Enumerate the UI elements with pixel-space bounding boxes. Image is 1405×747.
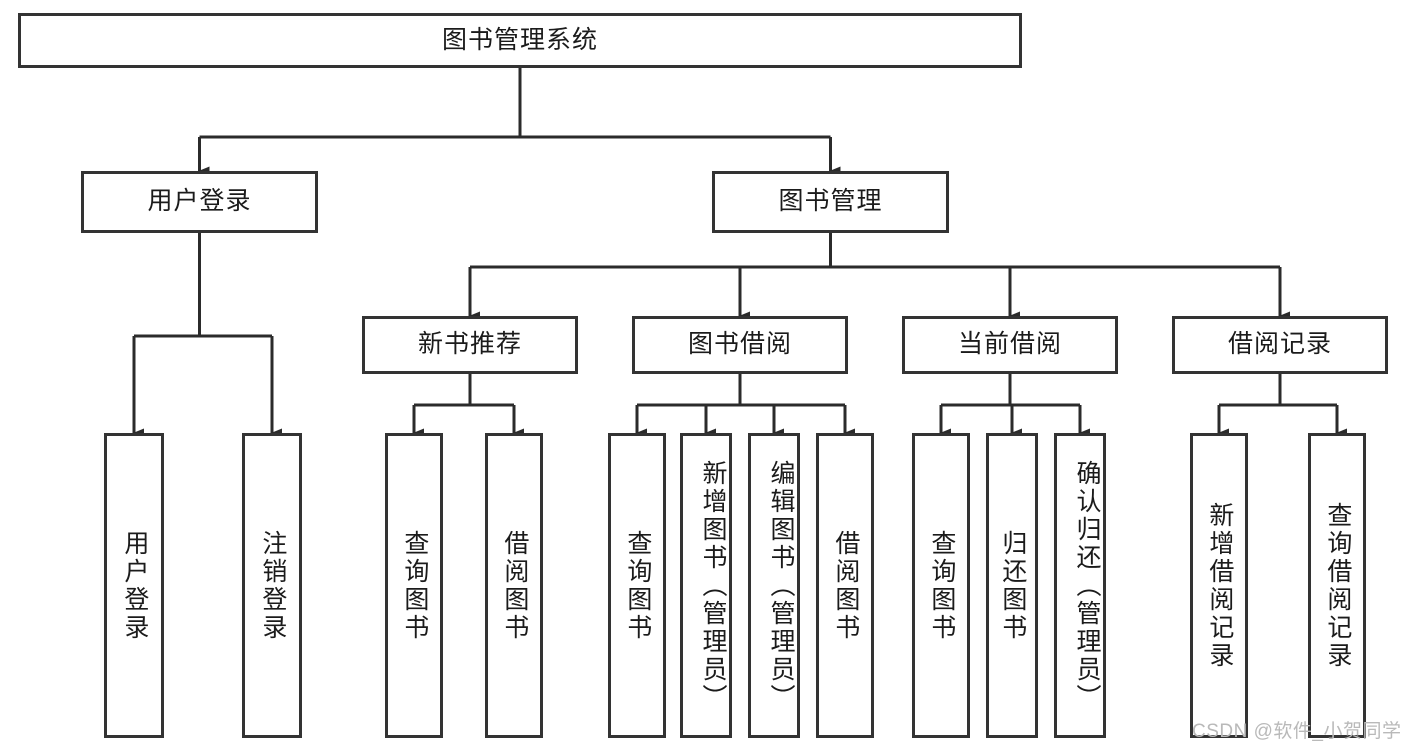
node-leaf-borrow-edit[interactable]: 编辑图书（管理员） — [748, 433, 800, 738]
node-label: 新书推荐 — [417, 330, 522, 359]
node-borrow-record[interactable]: 借阅记录 — [1172, 316, 1388, 374]
node-label: 新增借阅记录 — [1205, 501, 1234, 670]
node-new-book-rec[interactable]: 新书推荐 — [362, 316, 578, 374]
node-label: 图书借阅 — [687, 330, 792, 359]
node-label: 当前借阅 — [957, 330, 1062, 359]
node-leaf-borrow-do[interactable]: 借阅图书 — [816, 433, 874, 738]
node-label: 编辑图书（管理员） — [767, 459, 795, 712]
node-label: 确认归还（管理员） — [1073, 459, 1101, 712]
csdn-watermark: CSDN @软件_小贺同学 — [1192, 721, 1402, 742]
node-current-borrow[interactable]: 当前借阅 — [902, 316, 1118, 374]
node-leaf-cur-confirm[interactable]: 确认归还（管理员） — [1054, 433, 1106, 738]
node-leaf-rec-borrow[interactable]: 借阅图书 — [485, 433, 543, 738]
node-label: 查询图书 — [400, 529, 429, 642]
node-label: 借阅图书 — [831, 529, 860, 642]
node-leaf-rec-query2[interactable]: 查询借阅记录 — [1308, 433, 1366, 738]
node-user-login[interactable]: 用户登录 — [81, 171, 318, 233]
node-label: 新增图书（管理员） — [699, 459, 727, 712]
node-label: 查询图书 — [623, 529, 652, 642]
node-label: 归还图书 — [998, 529, 1027, 642]
node-label: 图书管理系统 — [441, 25, 598, 54]
node-leaf-cur-return[interactable]: 归还图书 — [986, 433, 1038, 738]
node-label: 用户登录 — [120, 529, 149, 642]
node-leaf-rec-add[interactable]: 新增借阅记录 — [1190, 433, 1248, 738]
node-book-borrow[interactable]: 图书借阅 — [632, 316, 848, 374]
node-root[interactable]: 图书管理系统 — [18, 13, 1022, 68]
node-leaf-borrow-add[interactable]: 新增图书（管理员） — [680, 433, 732, 738]
node-label: 图书管理 — [778, 187, 883, 216]
node-leaf-user-logout[interactable]: 注销登录 — [242, 433, 302, 738]
node-leaf-user-login[interactable]: 用户登录 — [104, 433, 164, 738]
node-leaf-borrow-query[interactable]: 查询图书 — [608, 433, 666, 738]
node-label: 用户登录 — [147, 187, 252, 216]
node-leaf-rec-query[interactable]: 查询图书 — [385, 433, 443, 738]
node-label: 查询借阅记录 — [1323, 501, 1352, 670]
node-book-manage[interactable]: 图书管理 — [712, 171, 949, 233]
node-leaf-cur-query[interactable]: 查询图书 — [912, 433, 970, 738]
node-label: 借阅记录 — [1227, 330, 1332, 359]
node-label: 查询图书 — [927, 529, 956, 642]
node-label: 注销登录 — [258, 529, 287, 642]
node-label: 借阅图书 — [500, 529, 529, 642]
